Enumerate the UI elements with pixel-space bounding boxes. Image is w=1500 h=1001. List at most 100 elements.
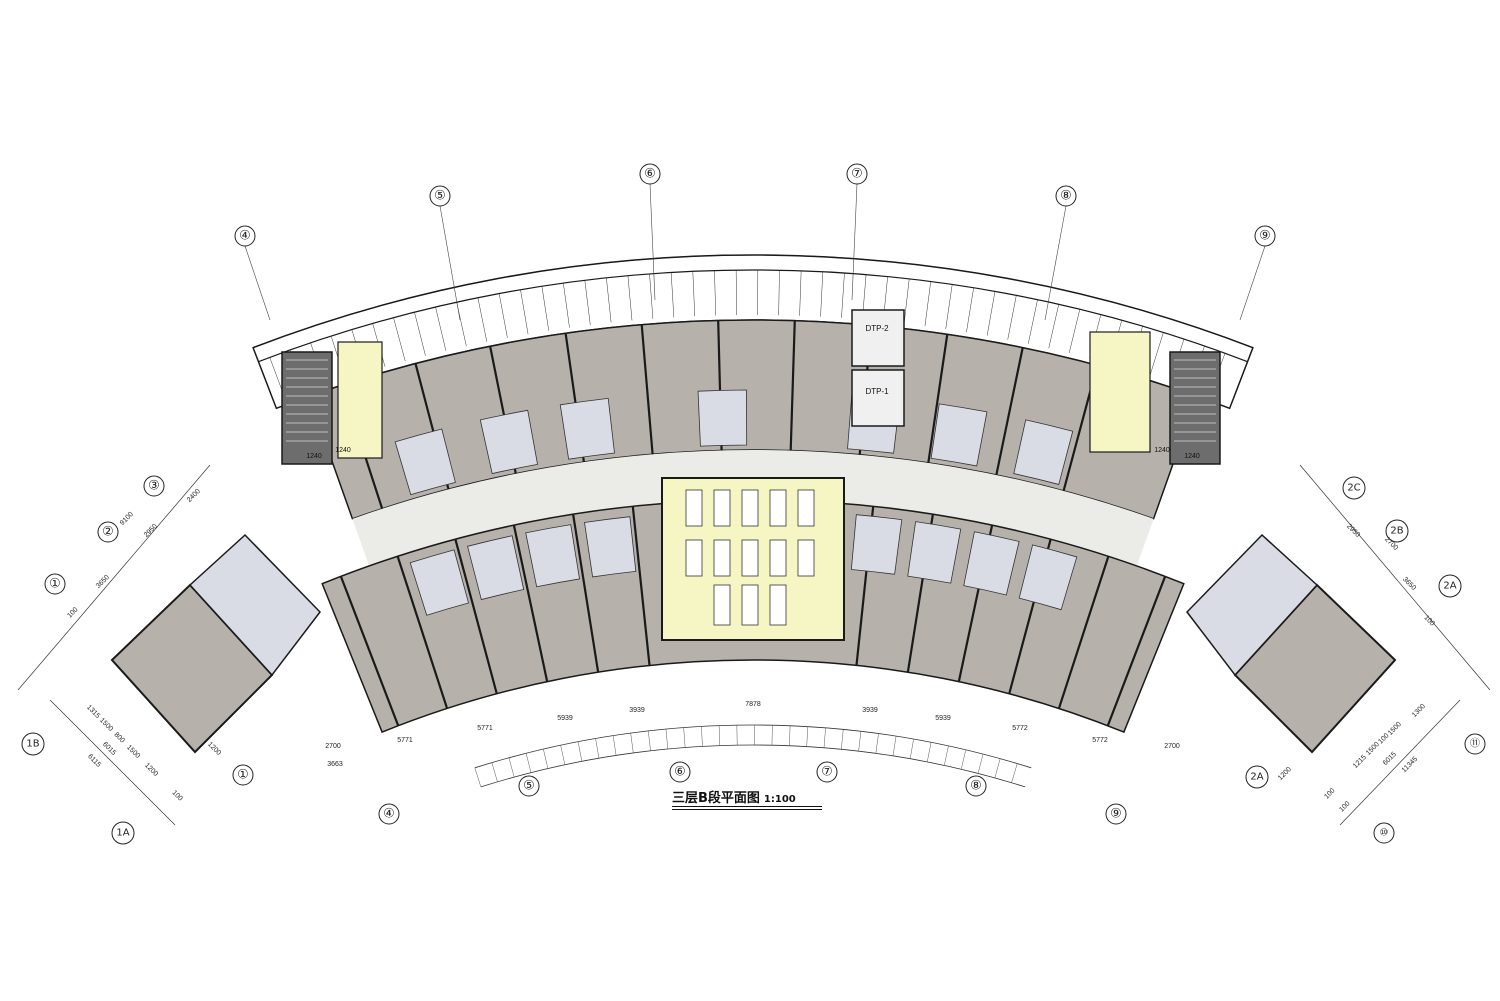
svg-text:3663: 3663 xyxy=(327,761,343,768)
svg-text:100: 100 xyxy=(1422,614,1435,627)
fixture xyxy=(713,584,731,626)
service-room xyxy=(1089,331,1151,453)
balcony-edge xyxy=(252,254,1254,349)
railing xyxy=(649,273,654,319)
grid-bubble-4-bottom: ④ xyxy=(378,803,400,825)
railing xyxy=(414,312,426,356)
railing xyxy=(903,278,910,324)
svg-text:100: 100 xyxy=(1323,787,1336,800)
grid-line xyxy=(244,245,271,321)
svg-text:1300: 1300 xyxy=(1411,703,1427,719)
railing xyxy=(986,291,996,336)
dim-tick xyxy=(926,742,932,762)
svg-text:6015: 6015 xyxy=(1382,751,1398,767)
dim-tick xyxy=(977,753,984,774)
svg-text:2700: 2700 xyxy=(1164,743,1180,750)
railing xyxy=(541,286,550,331)
railing xyxy=(714,270,716,316)
svg-text:⑦: ⑦ xyxy=(851,167,863,182)
bath xyxy=(467,535,525,601)
svg-text:1215: 1215 xyxy=(1352,754,1368,770)
railing xyxy=(477,297,488,342)
dim-arc xyxy=(480,744,1026,788)
dim-tick xyxy=(543,749,549,769)
dim-line xyxy=(1299,464,1491,691)
railing xyxy=(1068,309,1081,354)
railing xyxy=(1007,295,1017,340)
room-wall xyxy=(396,555,449,709)
dim-line xyxy=(1339,699,1461,826)
room-wall xyxy=(454,538,498,695)
room-wall xyxy=(512,524,549,682)
grid-bubble-6-bottom: ⑥ xyxy=(669,761,691,783)
svg-text:800: 800 xyxy=(112,731,125,744)
svg-text:⑤: ⑤ xyxy=(523,779,535,794)
grid-bubble-1-left: ① xyxy=(44,573,66,595)
room-wall xyxy=(1106,575,1167,727)
dim-tick xyxy=(491,762,498,782)
svg-text:100: 100 xyxy=(66,606,79,619)
svg-text:3939: 3939 xyxy=(862,707,878,714)
room-wall xyxy=(640,324,654,455)
dim-tick xyxy=(718,725,721,746)
railing xyxy=(735,270,737,316)
room-wall xyxy=(572,513,600,673)
svg-text:3650: 3650 xyxy=(1401,576,1417,592)
dim-tick xyxy=(892,736,897,756)
dim-tick xyxy=(960,749,967,770)
window-panel xyxy=(713,539,731,577)
stair-label: 1240 xyxy=(335,447,351,454)
grid-bubble-8-top: ⑧ xyxy=(1055,185,1077,207)
plan-geometry xyxy=(17,183,1491,826)
grid-bubble-9-bottom: ⑨ xyxy=(1105,803,1127,825)
dim-tick xyxy=(789,725,791,746)
grid-bubble-2A-upper: 2A xyxy=(1438,574,1462,598)
svg-text:⑧: ⑧ xyxy=(970,779,982,794)
svg-text:1200: 1200 xyxy=(143,762,159,778)
svg-text:100: 100 xyxy=(170,789,183,802)
railing xyxy=(393,317,406,362)
svg-text:⑨: ⑨ xyxy=(1259,229,1271,244)
grid-bubble-3-left: ③ xyxy=(143,475,165,497)
dim-tick xyxy=(806,726,809,747)
bath xyxy=(584,516,637,578)
svg-text:6015: 6015 xyxy=(101,741,117,757)
dim-tick xyxy=(525,753,532,773)
railing xyxy=(606,277,612,323)
dim-tick xyxy=(1011,763,1018,783)
grid-bubble-1-lower: ① xyxy=(232,764,254,786)
railing xyxy=(1149,332,1164,376)
svg-text:1A: 1A xyxy=(116,828,129,839)
dim-line xyxy=(17,464,211,691)
dim-tick xyxy=(683,727,686,748)
svg-text:⑨: ⑨ xyxy=(1110,807,1122,822)
svg-text:1200: 1200 xyxy=(1277,766,1293,782)
svg-text:2C: 2C xyxy=(1347,483,1360,494)
svg-text:3650: 3650 xyxy=(95,574,111,590)
fixture xyxy=(741,584,759,626)
svg-text:1B: 1B xyxy=(26,739,39,750)
svg-text:⑦: ⑦ xyxy=(821,765,833,780)
stair-label: 1240 xyxy=(1184,453,1200,460)
dim-tick xyxy=(560,745,566,765)
room-wall xyxy=(789,320,796,451)
bath xyxy=(963,531,1020,596)
svg-text:1500: 1500 xyxy=(125,744,141,760)
service-room xyxy=(337,341,383,459)
window-panel xyxy=(685,539,703,577)
railing xyxy=(1048,304,1059,349)
grid-line xyxy=(1044,205,1067,321)
window-panel xyxy=(797,489,815,527)
grid-bubble-9-top: ⑨ xyxy=(1254,225,1276,247)
room-wall xyxy=(1057,555,1110,709)
grid-bubble-8-bottom: ⑧ xyxy=(965,775,987,797)
svg-text:⑩: ⑩ xyxy=(1380,828,1389,839)
dim-tick xyxy=(944,745,949,766)
dim-tick xyxy=(508,757,515,778)
bath-right xyxy=(1186,533,1319,677)
elevator xyxy=(851,369,905,427)
room-wall xyxy=(631,506,651,666)
railing xyxy=(799,270,802,316)
